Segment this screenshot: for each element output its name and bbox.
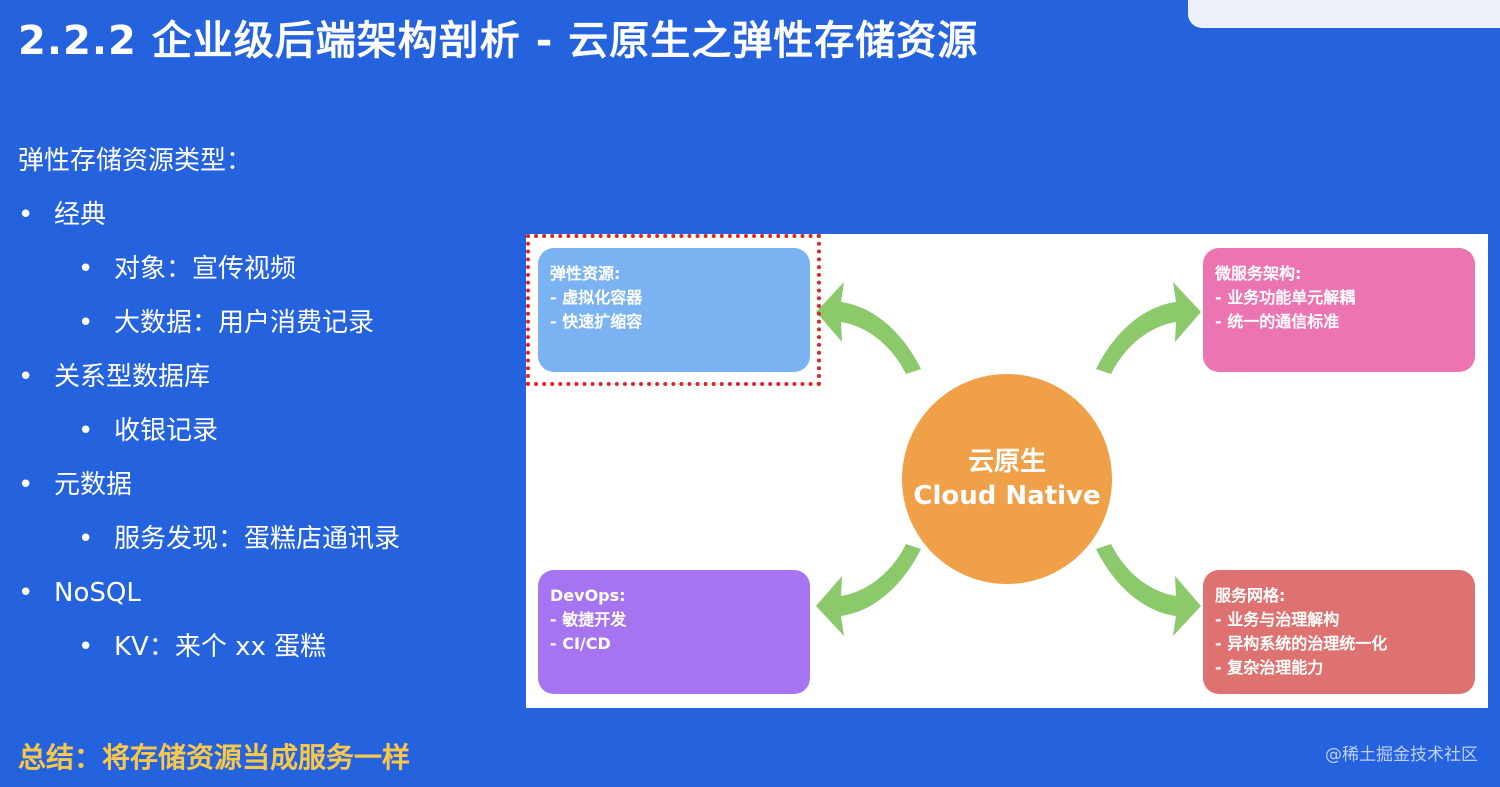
arrow-to-micro [1096, 282, 1201, 374]
list-item-text: 收银记录 [114, 416, 219, 446]
list-item-text: 服务发现：蛋糕店通讯录 [114, 524, 401, 554]
cloud-native-center: 云原生 Cloud Native [902, 374, 1112, 584]
list-item-text: KV：来个 xx 蛋糕 [114, 632, 327, 662]
box-line: - 快速扩缩容 [550, 312, 643, 331]
bullet-icon: • [78, 416, 94, 446]
box-title: 服务网格: [1215, 586, 1286, 605]
box-line: - 统一的通信标准 [1215, 312, 1340, 331]
summary-text: 总结：将存储资源当成服务一样 [18, 741, 411, 774]
list-item-text: NoSQL [54, 578, 141, 608]
bullet-icon: • [78, 308, 94, 338]
elastic-resources-box: 弹性资源: - 虚拟化容器 - 快速扩缩容 [538, 248, 810, 372]
bullet-icon: • [78, 254, 94, 284]
box-line: - 敏捷开发 [550, 610, 627, 629]
arrows-layer [816, 282, 1201, 636]
arrow-to-elastic [816, 282, 921, 374]
bullet-icon: • [18, 362, 34, 392]
center-label-cn: 云原生 [967, 447, 1046, 477]
devops-box: DevOps: - 敏捷开发 - CI/CD [538, 570, 810, 694]
bullet-icon: • [18, 578, 34, 608]
highlight-dotted-frame [526, 234, 821, 386]
list-item-text: 对象：宣传视频 [114, 254, 297, 284]
section-heading: 弹性存储资源类型： [18, 146, 253, 176]
list-item-text: 元数据 [54, 470, 133, 500]
bullet-icon: • [78, 632, 94, 662]
watermark: @稀土掘金技术社区 [1325, 745, 1478, 765]
box-title: DevOps: [550, 586, 626, 605]
bullet-icon: • [18, 200, 34, 230]
top-right-toolbar-chip [1188, 0, 1500, 28]
service-mesh-box: 服务网格: - 业务与治理解构 - 异构系统的治理统一化 - 复杂治理能力 [1203, 570, 1475, 694]
cloud-native-diagram: 弹性资源: - 虚拟化容器 - 快速扩缩容 微服务架构: - 业务功能单元解耦 … [526, 234, 1488, 708]
list-item-text: 经典 [54, 200, 107, 230]
microservices-box: 微服务架构: - 业务功能单元解耦 - 统一的通信标准 [1203, 248, 1475, 372]
box-line: - 业务功能单元解耦 [1215, 288, 1356, 307]
box-title: 微服务架构: [1215, 264, 1302, 283]
box-title: 弹性资源: [550, 264, 621, 283]
list-item-text: 大数据：用户消费记录 [114, 308, 375, 338]
list-item-text: 关系型数据库 [54, 362, 211, 392]
box-line: - 虚拟化容器 [550, 288, 643, 307]
slide-title: 2.2.2 企业级后端架构剖析 - 云原生之弹性存储资源 [18, 18, 979, 64]
center-label-en: Cloud Native [913, 481, 1101, 511]
box-line: - 业务与治理解构 [1215, 610, 1340, 629]
box-line: - 复杂治理能力 [1215, 658, 1324, 677]
bullet-icon: • [78, 524, 94, 554]
bullet-icon: • [18, 470, 34, 500]
arrow-to-mesh [1096, 544, 1201, 636]
box-line: - 异构系统的治理统一化 [1215, 634, 1388, 653]
box-line: - CI/CD [550, 634, 611, 653]
arrow-to-devops [816, 544, 921, 636]
